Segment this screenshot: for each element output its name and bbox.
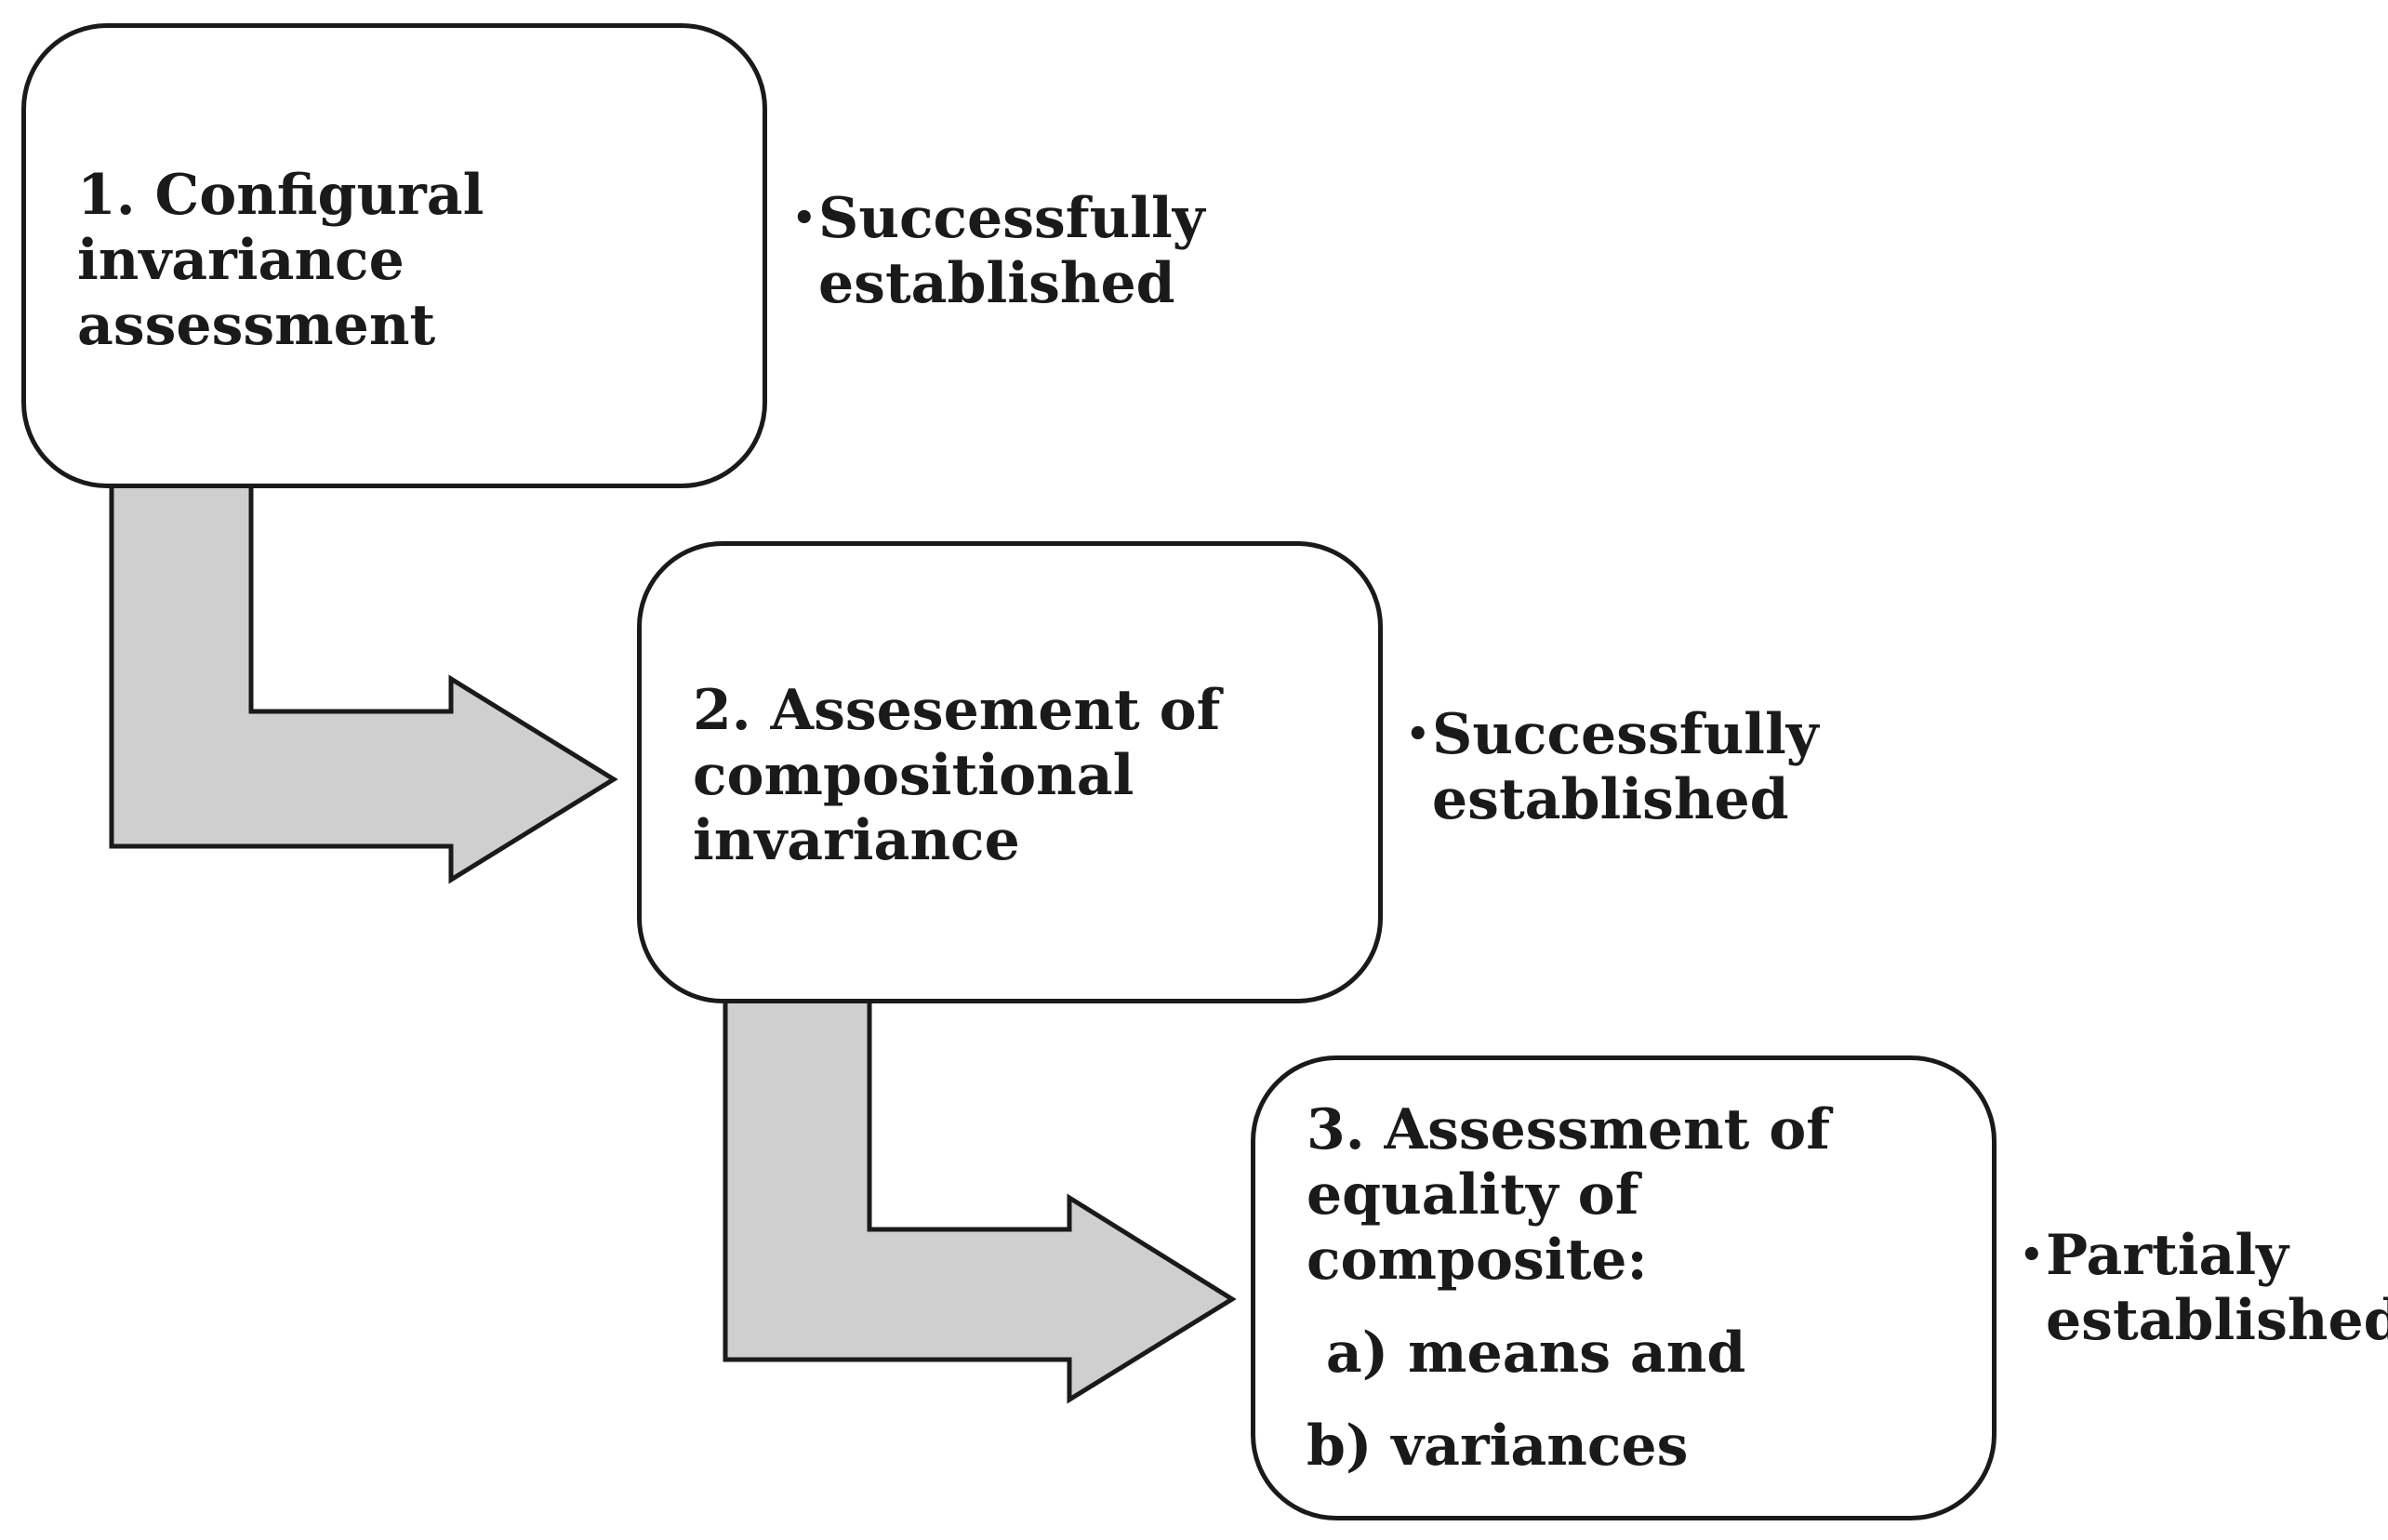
step-2-result-line: Successfully [1432, 702, 1819, 767]
step-3-title-line: 3. Assessment of [1307, 1097, 1831, 1162]
step-3-sub-item: a) means and [1307, 1321, 1746, 1386]
step-1-result-line: Successfully [818, 186, 1205, 251]
step-3-title-line: composite: [1307, 1228, 1648, 1293]
step-2-title-line: invariance [693, 808, 1020, 873]
arrow-step2-to-step3 [723, 997, 1237, 1404]
step-3-result-line: established [2046, 1288, 2388, 1353]
step-1-title-line: invariance [77, 228, 405, 293]
step-1-title-line: assessment [77, 293, 436, 358]
step-3-title-line: equality of [1307, 1162, 1639, 1228]
step-2-title-line: compositional [693, 743, 1134, 808]
step-3-result-line: Partialy [2046, 1223, 2289, 1288]
bullet-icon: • [792, 196, 816, 240]
step-2-result: • Successfully established [1406, 702, 1819, 832]
step-1-box: 1. Configural invariance assessment [21, 23, 767, 488]
step-2-result-line: established [1432, 767, 1789, 832]
bullet-icon: • [2020, 1233, 2044, 1277]
step-3-sub-item: b) variances [1307, 1414, 1689, 1479]
step-1-result-line: established [818, 251, 1175, 316]
arrow-step1-to-step2 [109, 481, 618, 884]
bullet-icon: • [1406, 712, 1430, 756]
step-1-result: • Successfully established [792, 186, 1205, 316]
step-3-result: • Partialy established [2020, 1223, 2388, 1353]
step-2-box: 2. Assesement of compositional invarianc… [637, 541, 1383, 1003]
step-2-title-line: 2. Assesement of [693, 678, 1221, 743]
step-3-box: 3. Assessment of equality of composite: … [1251, 1055, 1997, 1520]
step-1-title-line: 1. Configural [77, 163, 484, 228]
